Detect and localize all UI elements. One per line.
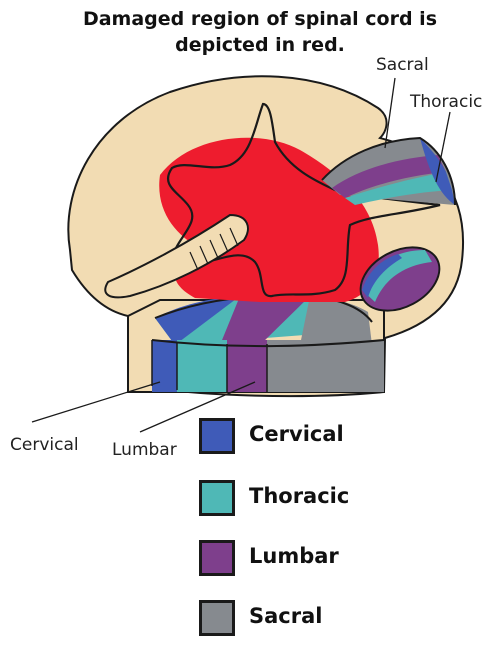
cervical-callout: Cervical <box>10 435 79 455</box>
lumbar-callout: Lumbar <box>112 440 177 460</box>
lumbar-swatch <box>199 540 235 576</box>
cervical-swatch <box>199 418 235 454</box>
legend-label-thoracic: Thoracic <box>249 484 349 508</box>
lower-tract-front <box>152 340 384 392</box>
legend-item-cervical: Cervical <box>197 418 457 460</box>
sacral-leader <box>385 78 395 148</box>
sacral-callout: Sacral <box>376 55 429 75</box>
legend-label-sacral: Sacral <box>249 604 322 628</box>
cervical-leader <box>32 382 160 422</box>
legend-item-lumbar: Lumbar <box>197 540 457 582</box>
legend-item-sacral: Sacral <box>197 600 457 642</box>
legend-label-cervical: Cervical <box>249 422 344 446</box>
sacral-swatch <box>199 600 235 636</box>
legend-label-lumbar: Lumbar <box>249 544 339 568</box>
thoracic-callout: Thoracic <box>410 92 482 112</box>
thoracic-swatch <box>199 480 235 516</box>
legend-item-thoracic: Thoracic <box>197 480 457 522</box>
